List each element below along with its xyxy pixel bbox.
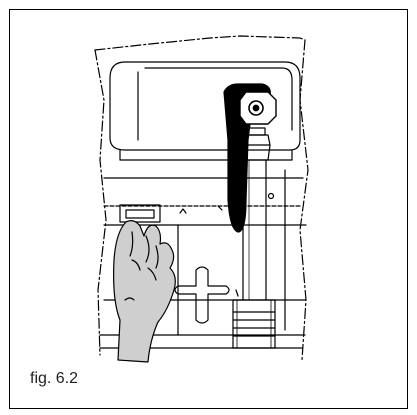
figure-caption: fig. 6.2 (30, 370, 79, 387)
top-cutoff-line (94, 35, 306, 51)
upper-housing-inner (144, 67, 293, 131)
hand-icon (113, 220, 176, 363)
cross-slot (174, 266, 230, 324)
upper-housing (109, 61, 301, 151)
figure-frame (9, 9, 408, 409)
left-cutoff-edge (94, 49, 107, 356)
shaft-coupling (232, 299, 276, 349)
release-tab (119, 204, 161, 223)
right-cutoff-edge (299, 39, 309, 361)
